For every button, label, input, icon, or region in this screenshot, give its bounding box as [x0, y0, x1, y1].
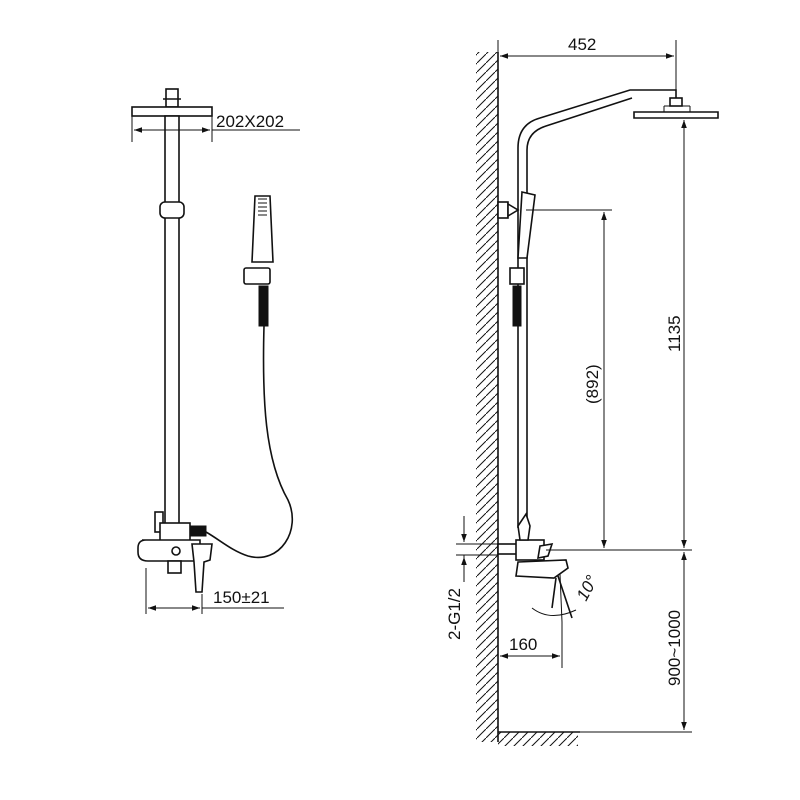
front-hose	[205, 325, 294, 559]
front-head-connector	[165, 88, 179, 108]
front-slider	[159, 201, 185, 219]
front-mixer-body	[137, 539, 201, 562]
label-rail-height: (892)	[583, 364, 602, 404]
side-spout	[515, 559, 569, 579]
front-hand-shower	[251, 195, 274, 263]
label-inlet-thread: 2-G1/2	[445, 588, 464, 640]
front-lever	[191, 543, 213, 593]
floor-hatch	[498, 732, 578, 746]
front-view: 202X202 150±21	[131, 88, 300, 614]
label-total-height: 1135	[665, 315, 684, 352]
label-head-size: 202X202	[216, 112, 284, 131]
side-diverter-knob	[517, 512, 531, 541]
front-diverter	[154, 511, 164, 533]
label-spout-angle: 10°	[573, 572, 602, 604]
front-riser-pipe	[164, 115, 180, 529]
front-shower-head	[131, 106, 213, 117]
label-mixer-spacing: 150±21	[213, 588, 270, 607]
wall-hatch	[476, 52, 498, 742]
front-spout	[167, 560, 182, 574]
side-slider	[509, 267, 525, 285]
side-upper-bracket	[497, 201, 509, 219]
side-lever	[537, 542, 554, 560]
side-shower-head	[633, 111, 719, 119]
label-install-height: 900~1000	[665, 610, 684, 686]
front-handle-holder	[243, 267, 271, 285]
side-head-connector	[669, 97, 683, 107]
label-arm-reach: 452	[568, 35, 596, 54]
side-wall-inlet	[497, 543, 519, 555]
front-hose-nut	[258, 285, 269, 327]
side-riser-arm	[517, 89, 677, 528]
side-hand-shower-holder	[517, 191, 536, 259]
side-hose-nut	[512, 285, 522, 327]
side-view: 452 (892) 1135 900~1000 2-G1/2 160 10°	[445, 35, 719, 746]
label-spout-reach: 160	[509, 635, 537, 654]
front-hose-outlet	[189, 525, 207, 537]
